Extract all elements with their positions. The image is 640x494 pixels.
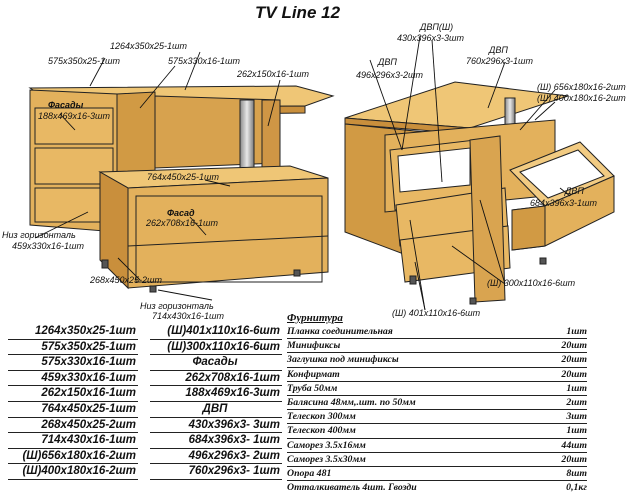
cut-list-row: 575x330x16-1шт [8,355,138,371]
hardware-qty: 20шт [561,340,587,352]
hardware-name: Саморез 3.5х16мм [287,439,366,451]
cut-list-row: 764x450x25-1шт [8,402,138,418]
facades-heading: Фасады [150,355,282,371]
hardware-qty: 44шт [561,439,587,451]
label-bottom-head: Низ горизонталь [2,230,76,240]
label-facades-size: 188x469x16-3шт [38,111,111,121]
label-facade-head: Фасад [167,208,195,218]
cut-list-row: 575x350x25-1шт [8,340,138,356]
hardware-row: Опора 481 8шт [287,467,587,482]
hardware-qty: 20шт [561,368,587,380]
hardware-row: Минификсы 20шт [287,339,587,354]
label-facades-head: Фасады [48,100,84,110]
label-w300: (Ш) 300x110x16-6шт [487,278,576,288]
cut-list-row: 714x430x16-1шт [8,433,138,449]
label-w400: (Ш) 400x180x16-2шт [537,93,626,103]
cut-list-row: 684x396x3- 1шт [150,433,282,449]
cut-list-row: 1264x350x25-1шт [8,324,138,340]
hardware-qty: 1шт [566,425,587,437]
hardware-qty: 1шт [566,326,587,337]
cut-list-row: 430x396x3- 3шт [150,418,282,434]
hardware-heading: Фурнитура [287,312,343,324]
label-w401: (Ш) 401x110x16-6шт [392,308,481,318]
hardware-row: Труба 50мм 1шт [287,382,587,396]
label-top-panel: 1264x350x25-1шт [110,41,188,51]
hardware-name: Саморез 3.5х30мм [287,453,366,465]
hardware-name: Труба 50мм [287,382,338,394]
label-side-575a: 575x350x25-1шт [48,56,121,66]
label-bottom2-size: 714x430x16-1шт [152,311,225,321]
label-lower-top: 764x450x25-1шт [147,172,220,182]
label-post-262: 262x150x16-1шт [237,69,310,79]
hardware-name: Телескоп 300мм [287,411,356,423]
hardware-row: Отталкиватель 4шт. Гвозди 0,1кг [287,481,587,494]
hardware-row: Балясина 48мм,.шт. по 50мм 2шт [287,396,587,411]
hardware-qty: 20шт [561,354,587,366]
hardware-row: Заглушка под минификсы 20шт [287,353,587,368]
cut-list-row: (Ш)401x110x16-6шт [150,324,282,340]
label-dvp-w-head: ДВП(Ш) [420,22,454,32]
hardware-qty: 8шт [566,467,587,479]
cut-list-row: (Ш)300x110x16-6шт [150,340,282,356]
cut-list-2: (Ш)401x110x16-6шт (Ш)300x110x16-6шт Фаса… [150,324,282,480]
cut-list-row: 760x296x3- 1шт [150,464,282,480]
cut-list-row: 459x330x16-1шт [8,371,138,387]
label-bottom2-head: Низ горизонталь [140,301,214,311]
hardware-row: Конфирмат 20шт [287,368,587,382]
right-furniture [344,81,615,305]
hardware-name: Конфирмат [287,368,340,380]
hardware-row: Саморез 3.5х30мм 20шт [287,453,587,467]
hardware-name: Планка соединительная [287,326,393,337]
label-facade-size: 262x708x16-1шт [146,218,219,228]
hardware-name: Заглушка под минификсы [287,354,399,366]
hardware-qty: 3шт [566,411,587,423]
hardware-row: Телескоп 300мм 3шт [287,410,587,425]
cut-list-row: 262x708x16-1шт [150,371,282,387]
label-dvp3-head: ДВП [565,186,584,196]
label-dvp2-size: 760x296x3-1шт [466,56,534,66]
hardware-name: Отталкиватель 4шт. Гвозди [287,482,417,494]
label-dvp2-head: ДВП [489,45,508,55]
hardware-name: Балясина 48мм,.шт. по 50мм [287,396,416,408]
label-dvp3-size: 684x396x3-1шт [530,198,598,208]
hardware-qty: 2шт [566,396,587,408]
hardware-qty: 1шт [566,382,587,394]
label-w656: (Ш) 656x180x16-2шт [537,82,626,92]
label-dvp-head: ДВП [378,57,397,67]
hardware-row: Телескоп 400мм 1шт [287,424,587,439]
hardware-qty: 20шт [561,453,587,465]
leader-lines [34,35,571,311]
hardware-name: Опора 481 [287,467,332,479]
hardware-row: Саморез 3.5х16мм 44шт [287,439,587,453]
cut-list-row: 188x469x16-3шт [150,386,282,402]
label-mid-575b: 575x330x16-1шт [168,56,241,66]
cut-list-row: (Ш)656x180x16-2шт [8,449,138,465]
hardware-name: Минификсы [287,340,341,352]
page-title: TV Line 12 [255,3,341,22]
hardware-list: Фурнитура Планка соединительная 1шт Миниф… [287,311,587,494]
dvp-heading: ДВП [150,402,282,418]
label-part-268: 268x450x25-2шт [90,275,163,285]
hardware-name: Телескоп 400мм [287,425,356,437]
hardware-qty: 0,1кг [566,482,587,494]
cut-list-row: 496x296x3- 2шт [150,449,282,465]
label-dvp-size: 496x296x3-2шт [356,70,424,80]
cut-list-1: 1264x350x25-1шт 575x350x25-1шт 575x330x1… [8,324,138,480]
label-dvp-w-size: 430x396x3-3шт [397,33,465,43]
cut-list-row: 268x450x25-2шт [8,418,138,434]
cut-list-row: 262x150x16-1шт [8,386,138,402]
label-bottom-size: 459x330x16-1шт [12,241,85,251]
hardware-row: Планка соединительная 1шт [287,325,587,340]
cut-list-row: (Ш)400x180x16-2шт [8,464,138,480]
left-furniture [28,85,335,293]
